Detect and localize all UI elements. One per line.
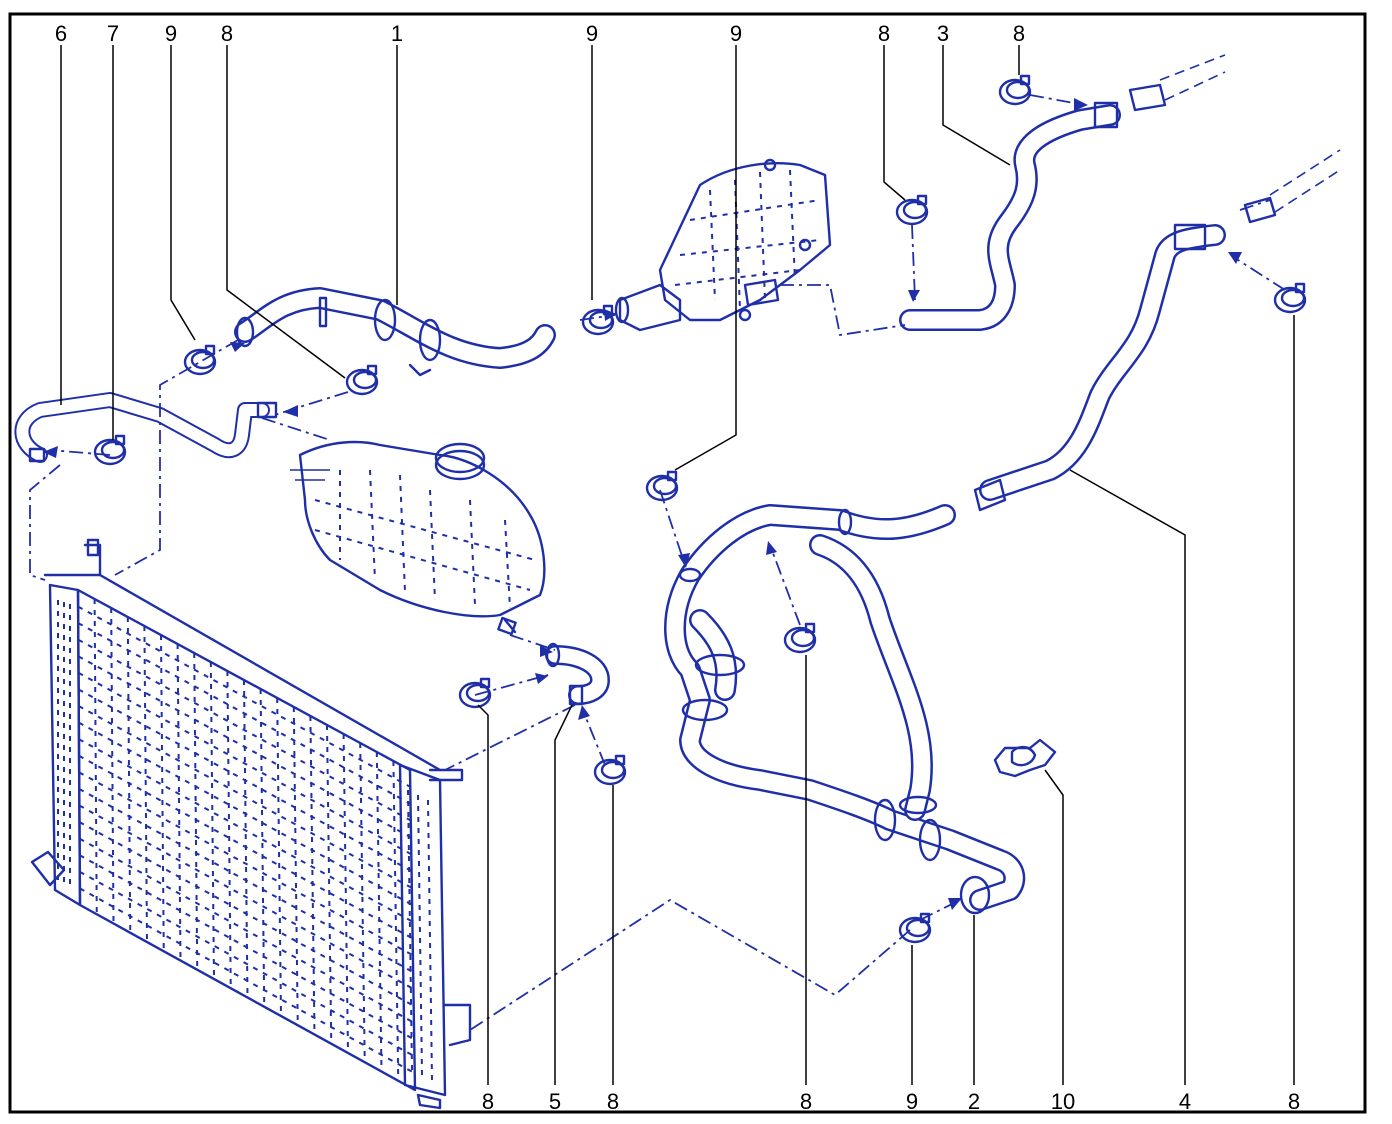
hose-5-tank-outlet xyxy=(545,642,610,706)
callout-9: 9 xyxy=(586,21,598,46)
callout-8: 8 xyxy=(607,1089,619,1114)
hose-6-bleed xyxy=(14,392,278,463)
hose-4-heater-return xyxy=(973,149,1341,512)
callout-2: 2 xyxy=(968,1089,980,1114)
hose-2-lower-radiator xyxy=(664,504,1026,915)
expansion-tank xyxy=(290,440,546,636)
thermostat-housing xyxy=(614,158,832,332)
callout-8: 8 xyxy=(878,21,890,46)
callout-10: 10 xyxy=(1051,1089,1075,1114)
callout-1: 1 xyxy=(391,21,403,46)
diagram-frame xyxy=(8,12,1367,1114)
hose-3-heater xyxy=(899,54,1226,331)
callout-3: 3 xyxy=(937,21,949,46)
callout-5: 5 xyxy=(549,1089,561,1114)
clamp-8 xyxy=(998,74,1032,106)
callout-8: 8 xyxy=(482,1089,494,1114)
clip-10 xyxy=(993,738,1057,778)
assembly-arrows xyxy=(43,98,1242,910)
clamp-8 xyxy=(458,677,492,709)
callout-7: 7 xyxy=(107,21,119,46)
callout-9: 9 xyxy=(730,21,742,46)
clamp-8 xyxy=(783,622,817,654)
radiator xyxy=(30,538,472,1110)
assembly-lines xyxy=(29,94,1286,1031)
clamp-7 xyxy=(93,434,127,466)
clamp-9 xyxy=(183,344,217,376)
callout-9: 9 xyxy=(906,1089,918,1114)
callout-8: 8 xyxy=(1013,21,1025,46)
callout-8: 8 xyxy=(800,1089,812,1114)
clamp-9 xyxy=(581,304,615,336)
clamp-9 xyxy=(898,912,932,944)
clamp-8 xyxy=(345,364,379,396)
clamp-8 xyxy=(1273,282,1307,314)
callouts-bottom: 8 5 8 8 9 2 10 4 8 xyxy=(482,1089,1300,1114)
clamp-9 xyxy=(645,470,679,502)
callout-4: 4 xyxy=(1179,1089,1191,1114)
clamp-8 xyxy=(895,194,929,226)
callout-6: 6 xyxy=(55,21,67,46)
callout-leaders xyxy=(60,45,1295,1085)
callout-8: 8 xyxy=(1288,1089,1300,1114)
callouts-top: 6 7 9 8 1 9 9 8 3 8 xyxy=(55,21,1025,46)
callout-8: 8 xyxy=(221,21,233,46)
hose-1-upper-radiator xyxy=(234,287,556,377)
callout-9: 9 xyxy=(165,21,177,46)
clamp-8 xyxy=(593,754,627,786)
